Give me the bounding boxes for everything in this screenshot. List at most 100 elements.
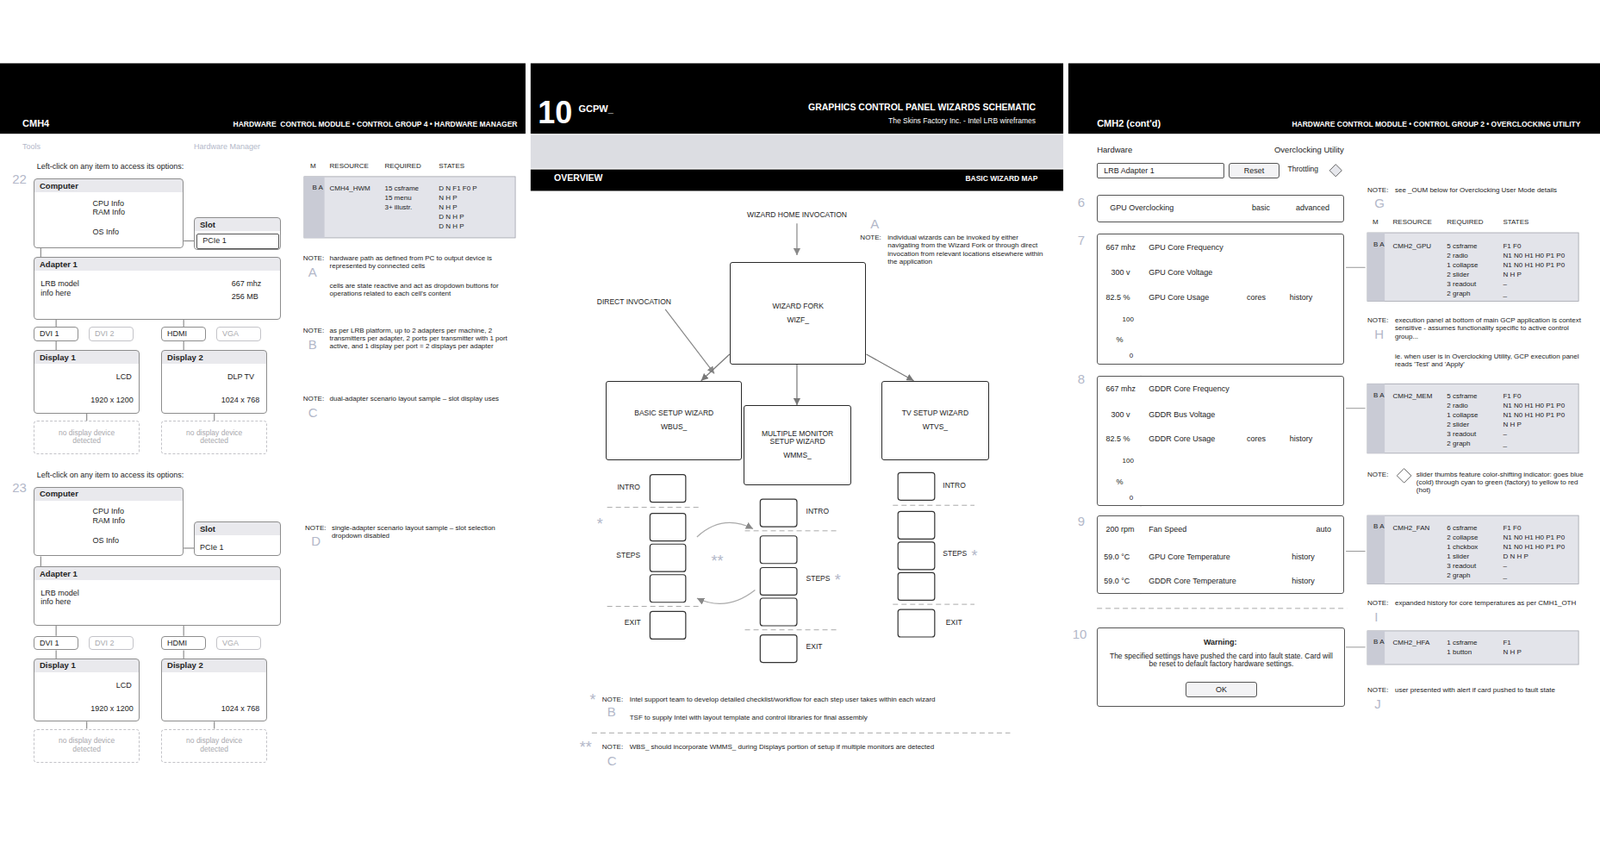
node-text: GPU Core Voltage — [1148, 267, 1213, 277]
table-cell: 2 graph — [1446, 289, 1470, 298]
step-label: EXIT — [624, 618, 642, 628]
connector — [213, 721, 215, 729]
node-text: % — [1115, 335, 1123, 344]
invocation-arrow — [665, 309, 715, 374]
note-marker: NOTE: — [1367, 186, 1389, 194]
node-text: Warning: — [1097, 637, 1343, 647]
rule-line — [1096, 607, 1347, 609]
fork-box: WIZARD FORKWIZF_ — [729, 261, 867, 364]
step-box — [759, 498, 797, 527]
resource-id: CMH2_FAN — [1393, 523, 1431, 532]
step-label: STEPS — [616, 551, 641, 561]
connector — [56, 341, 57, 351]
node-text: history — [1289, 434, 1314, 443]
connector — [56, 649, 57, 658]
node-text: WBUS_ — [660, 423, 687, 432]
hardware-cell: Display 1LCD1920 x 1200 — [33, 658, 140, 722]
step-label: INTRO — [806, 507, 829, 517]
table-cell: 3 readout — [1446, 429, 1476, 438]
table-cell: 1 collapse — [1446, 410, 1478, 419]
callout-number: 6 — [1077, 194, 1085, 210]
header-code: GCPW_ — [578, 103, 614, 115]
node-text: 1920 x 1200 — [90, 395, 134, 405]
node-text: no display device detected — [45, 736, 128, 754]
note-text: dual-adapter scenario layout sample – sl… — [329, 394, 517, 403]
table-cell: 1 csframe — [1446, 638, 1477, 647]
node-text: 1024 x 768 — [221, 395, 261, 405]
port-cell: HDMI — [161, 326, 206, 342]
note-marker: NOTE: — [303, 326, 324, 335]
button: OK — [1185, 681, 1258, 698]
table-cell: N1 N0 H1 H0 P1 P0 — [1502, 251, 1565, 260]
section-title: OVERVIEW — [554, 172, 603, 183]
connector — [865, 354, 914, 381]
connector — [183, 547, 194, 548]
button: Reset — [1228, 162, 1280, 179]
note-text: see _OUM below for Overclocking User Mod… — [1394, 186, 1595, 194]
hardware-cell: SlotPCIe 1 — [193, 217, 281, 250]
table-header: M — [310, 161, 317, 170]
empty-cell: no display device detected — [161, 728, 268, 763]
step-label: STEPS — [806, 574, 831, 584]
connector — [40, 248, 42, 258]
note-marker: NOTE: — [303, 254, 324, 262]
node-text: 200 rpm — [1106, 524, 1135, 534]
node-text: DVI 2 — [94, 638, 115, 648]
field-label: Throttling — [1288, 165, 1319, 175]
rule-line — [892, 603, 975, 605]
menu-item: Tools — [22, 142, 41, 151]
node-text: basic — [1251, 203, 1271, 212]
rule-line — [607, 605, 700, 607]
table-cell: _ — [1502, 439, 1507, 448]
node-text: CPU Info RAM Info — [93, 199, 133, 218]
node-text: Slot — [199, 220, 216, 231]
step-box — [649, 574, 685, 603]
connector — [701, 354, 730, 381]
callout-letter: A — [870, 216, 879, 231]
resource-id: CMH2_GPU — [1393, 242, 1432, 250]
connector — [86, 721, 88, 729]
node-text: Computer — [39, 489, 79, 499]
step-box — [649, 543, 685, 572]
node-text: Slot — [199, 524, 216, 535]
step-box — [897, 572, 935, 600]
table-cell: F1 — [1502, 638, 1511, 647]
wizard-box: MULTIPLE MONITOR SETUP WIZARDWMMS_ — [743, 404, 851, 485]
table-column — [1367, 630, 1385, 665]
header-code: CMH2 (cont'd) — [1096, 118, 1161, 130]
table-cell: N H P — [438, 193, 457, 202]
node-text: history — [1291, 576, 1315, 586]
node-text: Fan Speed — [1148, 524, 1187, 534]
node-text: LRB model info here — [40, 588, 88, 607]
node-text: GDDR Core Temperature — [1148, 576, 1236, 586]
connector — [183, 649, 185, 658]
step-box — [897, 472, 935, 500]
note-text: individual wizards can be invoked by eit… — [887, 233, 1051, 266]
callout-letter: G — [1374, 195, 1385, 211]
resource-id: CMH2_MEM — [1393, 392, 1433, 400]
table-cell: F1 F0 — [1502, 242, 1521, 250]
port-cell: HDMI — [161, 635, 206, 651]
table-cell: N1 N0 H1 H0 P1 P0 — [1502, 401, 1565, 410]
node-text: 256 MB — [231, 292, 259, 301]
node-text: 1920 x 1200 — [90, 703, 134, 713]
header-bar — [0, 62, 526, 134]
node-text: Display 1 — [39, 353, 76, 363]
node-text: GPU Overclocking — [1109, 203, 1174, 212]
field-label: Hardware — [1096, 145, 1133, 156]
step-box — [897, 510, 935, 539]
rule-line — [892, 504, 975, 506]
table-cell: N H P — [1502, 270, 1521, 279]
table-cell: 3 readout — [1446, 561, 1476, 570]
note-marker: NOTE: — [1367, 316, 1389, 324]
callout-number: 22 — [12, 171, 27, 187]
node-text: HDMI — [167, 329, 187, 338]
hardware-cell: Display 1LCD1920 x 1200 — [33, 349, 140, 413]
header-band — [530, 134, 1064, 169]
hardware-cell: SlotPCIe 1 — [193, 521, 281, 556]
node-text: BASIC SETUP WIZARD — [634, 409, 714, 418]
connector — [183, 240, 194, 242]
node-text: WIZF_ — [786, 316, 810, 325]
header-bar — [530, 169, 1064, 192]
step-box — [897, 541, 935, 570]
